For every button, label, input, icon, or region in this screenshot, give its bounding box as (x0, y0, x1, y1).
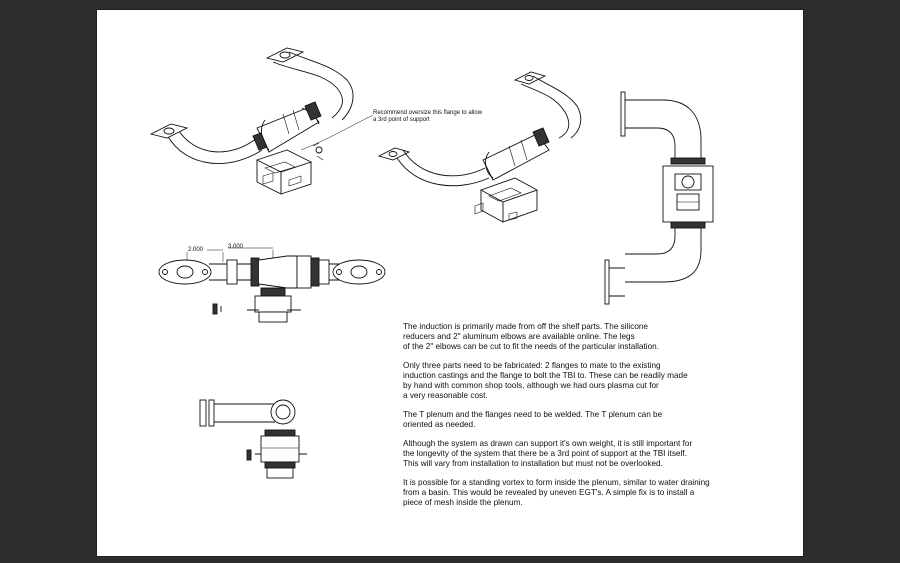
drawing-sheet: Recommend oversize this flange to allow … (97, 10, 803, 556)
front-view (199, 399, 307, 479)
dimension-label-left: 2.000 (188, 247, 204, 253)
callout-line-2: a 3rd point of support (373, 117, 430, 123)
isometric-view-left (149, 47, 374, 195)
side-view-right (604, 91, 714, 305)
note-paragraph: The induction is primarily made from off… (403, 322, 659, 351)
plan-view (158, 247, 386, 323)
flange-callout: Recommend oversize this flange to allow … (373, 110, 482, 124)
technical-drawing (149, 47, 714, 479)
note-paragraph: It is possible for a standing vortex to … (403, 478, 710, 507)
note-paragraph: Although the system as drawn can support… (403, 439, 693, 468)
dimension-label-right: 3.000 (228, 244, 244, 250)
note-paragraph: The T plenum and the flanges need to be … (403, 410, 663, 429)
note-paragraph: Only three parts need to be fabricated: … (403, 361, 688, 400)
isometric-view-middle (377, 71, 582, 223)
callout-line-1: Recommend oversize this flange to allow (373, 110, 483, 116)
design-notes: The induction is primarily made from off… (403, 322, 763, 517)
